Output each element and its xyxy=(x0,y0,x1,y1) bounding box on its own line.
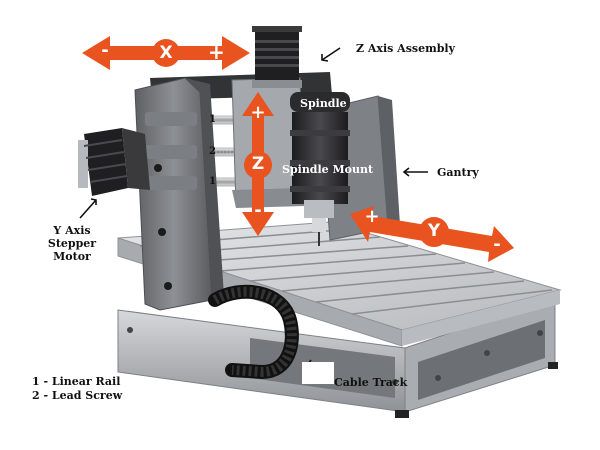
y-axis-stepper-line-3: Motor xyxy=(53,250,91,263)
y-axis-letter: Y xyxy=(427,221,441,241)
z-axis-assembly-label: Z Axis Assembly xyxy=(356,42,455,55)
z-axis-minus: - xyxy=(254,200,262,221)
z-axis-stepper-motor xyxy=(252,26,302,88)
x-axis-arrow xyxy=(82,36,250,70)
x-axis-letter: X xyxy=(159,43,173,63)
z-axis-letter: Z xyxy=(251,154,265,174)
y-axis-plus: + xyxy=(364,206,380,227)
y-axis-stepper-motor xyxy=(78,128,150,196)
legend-lead-screw: 2 - Lead Screw xyxy=(32,389,123,402)
spindle-label: Spindle xyxy=(300,97,347,110)
spindle xyxy=(290,92,350,246)
z-axis-plus: + xyxy=(250,102,266,123)
y-axis-stepper-line-1: Y Axis xyxy=(53,224,91,237)
legend-linear-rail: 1 - Linear Rail xyxy=(32,375,121,388)
spindle-mount-label: Spindle Mount xyxy=(282,163,374,176)
cable-track-label-box xyxy=(302,362,334,384)
y-axis-minus: - xyxy=(493,234,501,255)
rail-number-middle: 2 xyxy=(209,146,216,157)
y-axis-arrow xyxy=(350,206,514,262)
rail-number-bottom: 1 xyxy=(209,176,216,187)
x-axis-plus: + xyxy=(208,40,225,64)
y-axis-stepper-motor-label: Y Axis Stepper Motor xyxy=(42,224,102,263)
gantry-left-pillar xyxy=(134,77,224,311)
cable-track xyxy=(208,284,299,380)
z-axis-arrow xyxy=(242,92,274,236)
y-axis-stepper-line-2: Stepper xyxy=(47,237,97,250)
x-axis-minus: - xyxy=(101,40,109,61)
gantry-label: Gantry xyxy=(437,166,479,179)
rail-number-top: 1 xyxy=(209,114,216,125)
cable-track-label: Cable Track xyxy=(334,376,408,389)
